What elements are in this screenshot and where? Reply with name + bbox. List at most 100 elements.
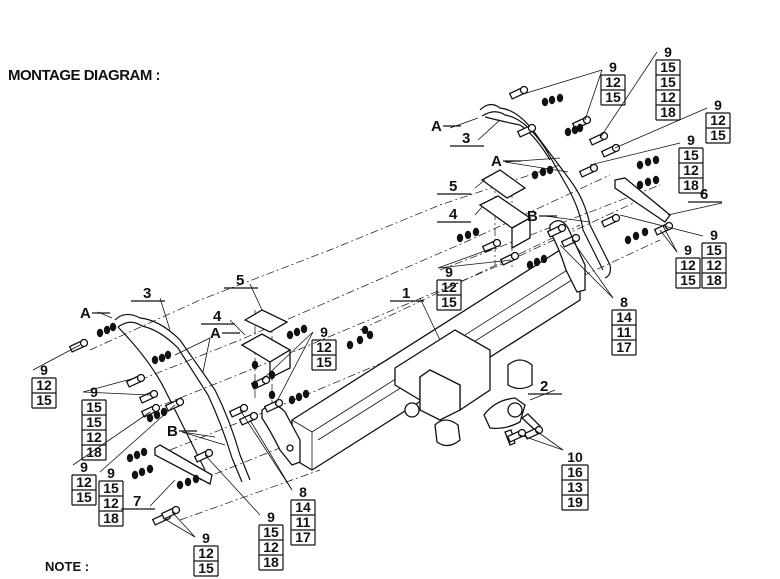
nut-icon: [576, 123, 584, 133]
left-plates-part-4-5: [240, 309, 292, 380]
callout-label: B: [167, 423, 178, 440]
nut-icon: [268, 370, 276, 380]
callout-label: 3: [462, 130, 470, 147]
callout-2: 2: [528, 378, 562, 395]
diagram-title: MONTAGE DIAGRAM :: [8, 67, 161, 84]
callout-label: 5: [449, 178, 457, 195]
callout-3: 3: [450, 130, 484, 147]
nut-icon: [356, 335, 364, 345]
stack-head-number: 9: [445, 264, 453, 280]
nut-icon: [464, 230, 472, 240]
stack-item-number: 15: [103, 480, 119, 496]
nut-icon: [546, 165, 554, 175]
bolt-icon: [481, 238, 502, 253]
nut-icon: [109, 322, 117, 332]
nut-icon: [632, 231, 640, 241]
stack-item-number: 12: [263, 539, 279, 555]
nut-icon: [192, 474, 200, 484]
nut-icon: [138, 467, 146, 477]
nut-icon: [564, 127, 572, 137]
stack-head-number: 9: [40, 362, 48, 378]
callout-a: A: [431, 118, 461, 135]
stack-item-number: 15: [36, 392, 52, 408]
stack-item-number: 15: [441, 294, 457, 310]
stack-item-number: 15: [316, 354, 332, 370]
stack-item-number: 12: [680, 257, 696, 273]
nut-icon: [541, 97, 549, 107]
stack-item-number: 15: [198, 560, 214, 576]
callout-label: A: [431, 118, 442, 135]
bolt-icon: [140, 403, 161, 418]
stack-item-number: 12: [441, 279, 457, 295]
stack-head-number: 9: [80, 459, 88, 475]
stack-item-number: 13: [567, 479, 583, 495]
bolt-icon: [578, 163, 599, 178]
nut-icon: [126, 453, 134, 463]
stack-item-number: 11: [296, 514, 311, 530]
stack-head-number: 9: [90, 384, 98, 400]
callout-label: B: [527, 208, 538, 225]
stack-head-number: 9: [107, 465, 115, 481]
stack-item-number: 14: [295, 499, 311, 515]
nut-icon: [146, 464, 154, 474]
stack-item-number: 14: [616, 309, 632, 325]
nut-icon: [151, 355, 159, 365]
callout-label: A: [80, 305, 91, 322]
stack-item-number: 18: [706, 272, 722, 288]
nut-icon: [153, 410, 161, 420]
bolt-icon: [228, 403, 249, 418]
bolt-icon: [193, 448, 214, 463]
stack-item-number: 17: [616, 339, 632, 355]
nut-icon: [636, 160, 644, 170]
nut-icon: [293, 327, 301, 337]
stack-item-number: 12: [76, 474, 92, 490]
callout-label: 7: [133, 493, 141, 510]
stack-head-number: 10: [567, 449, 583, 465]
stack-item-number: 19: [567, 494, 583, 510]
stack-item-number: 12: [660, 89, 676, 105]
nut-icon: [146, 413, 154, 423]
stack-item-number: 12: [605, 74, 621, 90]
stack-item-number: 12: [198, 545, 214, 561]
callout-b: B: [167, 423, 197, 440]
stack-item-number: 15: [660, 74, 676, 90]
callout-4: 4: [437, 206, 471, 223]
stack-item-number: 15: [710, 127, 726, 143]
bolt-icon: [238, 411, 259, 426]
callout-6: 6: [688, 186, 722, 203]
callout-label: 2: [540, 378, 548, 395]
stack-head-number: 9: [267, 509, 275, 525]
nut-icon: [133, 450, 141, 460]
stack-head-number: 9: [714, 97, 722, 113]
callout-4: 4: [201, 308, 235, 325]
stack-head-number: 9: [664, 44, 672, 60]
callout-label: 6: [700, 186, 708, 203]
stack-item-number: 18: [263, 554, 279, 570]
callout-5: 5: [224, 272, 258, 289]
stack-item-number: 18: [660, 104, 676, 120]
tow-ball-part-2: [483, 359, 541, 446]
stack-item-number: 16: [567, 464, 583, 480]
stack-item-number: 15: [86, 414, 102, 430]
callout-label: A: [491, 153, 502, 170]
nut-icon: [361, 325, 369, 335]
right-bracket-part-8: [549, 220, 586, 293]
stack-item-number: 18: [86, 444, 102, 460]
stack-item-number: 12: [103, 495, 119, 511]
callout-a: A: [491, 153, 521, 170]
stack-head-number: 9: [687, 132, 695, 148]
bolt-icon: [125, 373, 146, 388]
